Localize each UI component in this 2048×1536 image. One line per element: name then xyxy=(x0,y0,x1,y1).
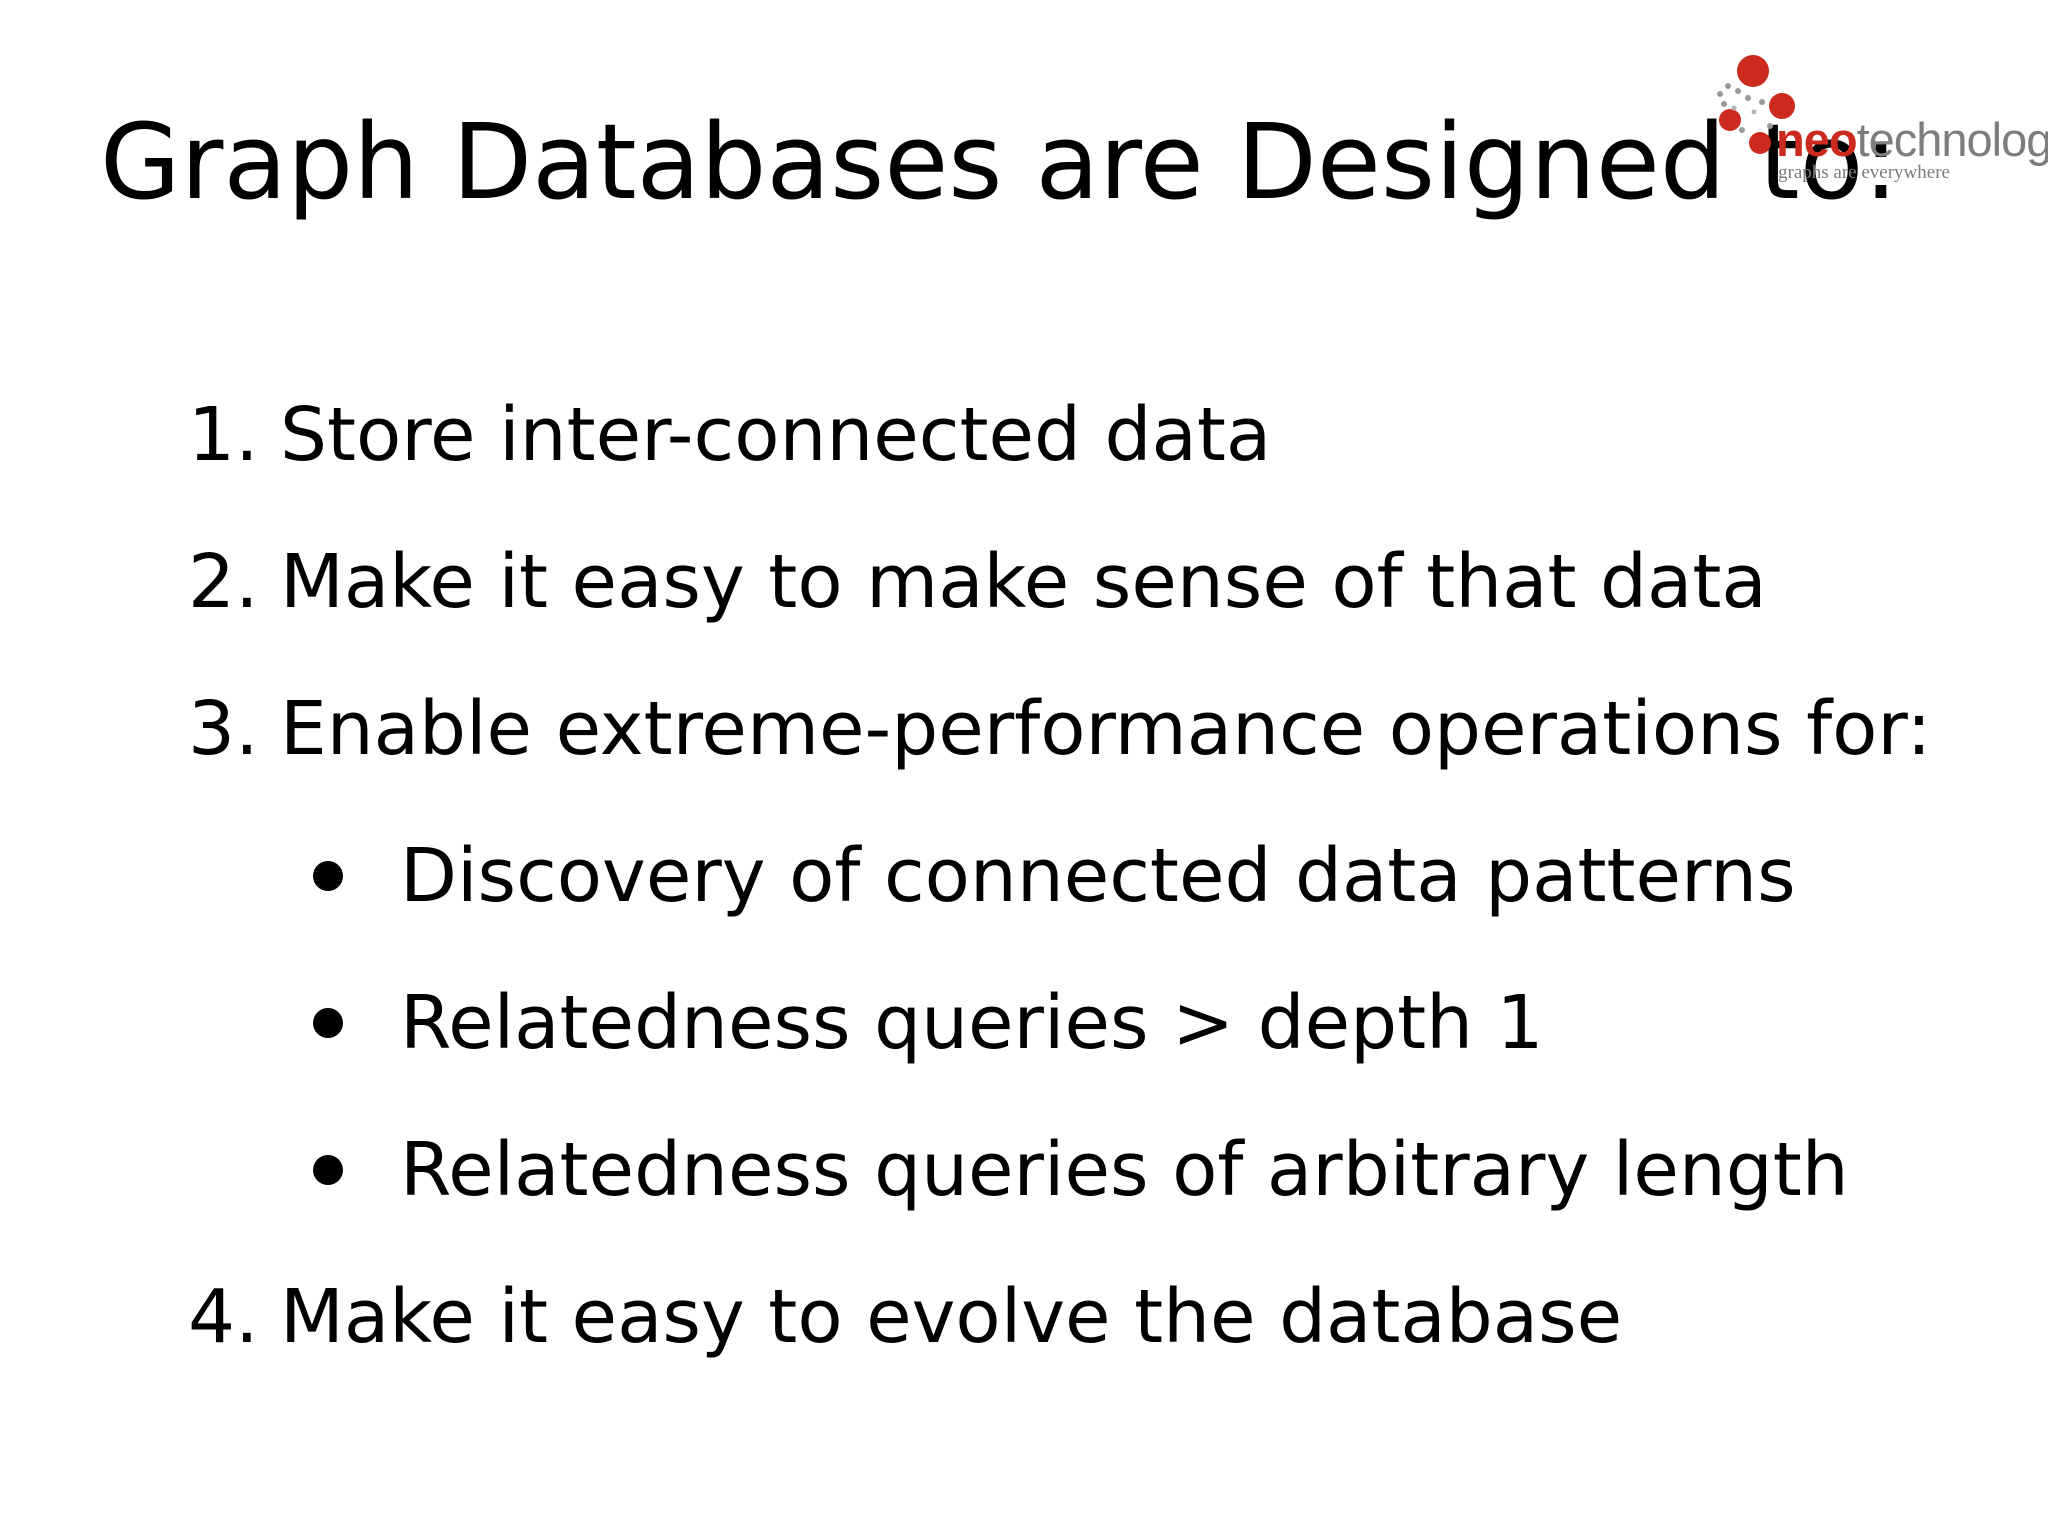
slide-title: Graph Databases are Designed to: xyxy=(100,101,1899,223)
list-item-number: 3. xyxy=(188,686,259,772)
bullet-icon xyxy=(313,1155,343,1185)
list-item-text: Store inter-connected data xyxy=(280,392,1272,478)
list-item-number: 4. xyxy=(188,1274,259,1360)
graph-dots-icon xyxy=(1717,55,1795,154)
bullet-icon xyxy=(313,861,343,891)
logo-tagline: graphs are everywhere xyxy=(1778,162,1950,183)
sub-list-item-text: Relatedness queries > depth 1 xyxy=(400,980,1544,1066)
list-item-number: 2. xyxy=(188,539,259,625)
bullet-icon xyxy=(313,1008,343,1038)
logo-wordmark-neo: neo xyxy=(1776,113,1858,166)
list-item-number: 1. xyxy=(188,392,259,478)
logo-wordmark: neotechnology xyxy=(1776,116,2048,163)
logo-wordmark-technology: technology xyxy=(1856,113,2048,166)
list-item-text: Enable extreme-performance operations fo… xyxy=(280,686,1932,772)
list-item-text: Make it easy to evolve the database xyxy=(280,1274,1623,1360)
list-item-text: Make it easy to make sense of that data xyxy=(280,539,1767,625)
sub-list-item-text: Relatedness queries of arbitrary length xyxy=(400,1127,1849,1213)
sub-list-item-text: Discovery of connected data patterns xyxy=(400,833,1796,919)
neo-technology-logo: neotechnology graphs are everywhere xyxy=(1710,42,2048,192)
